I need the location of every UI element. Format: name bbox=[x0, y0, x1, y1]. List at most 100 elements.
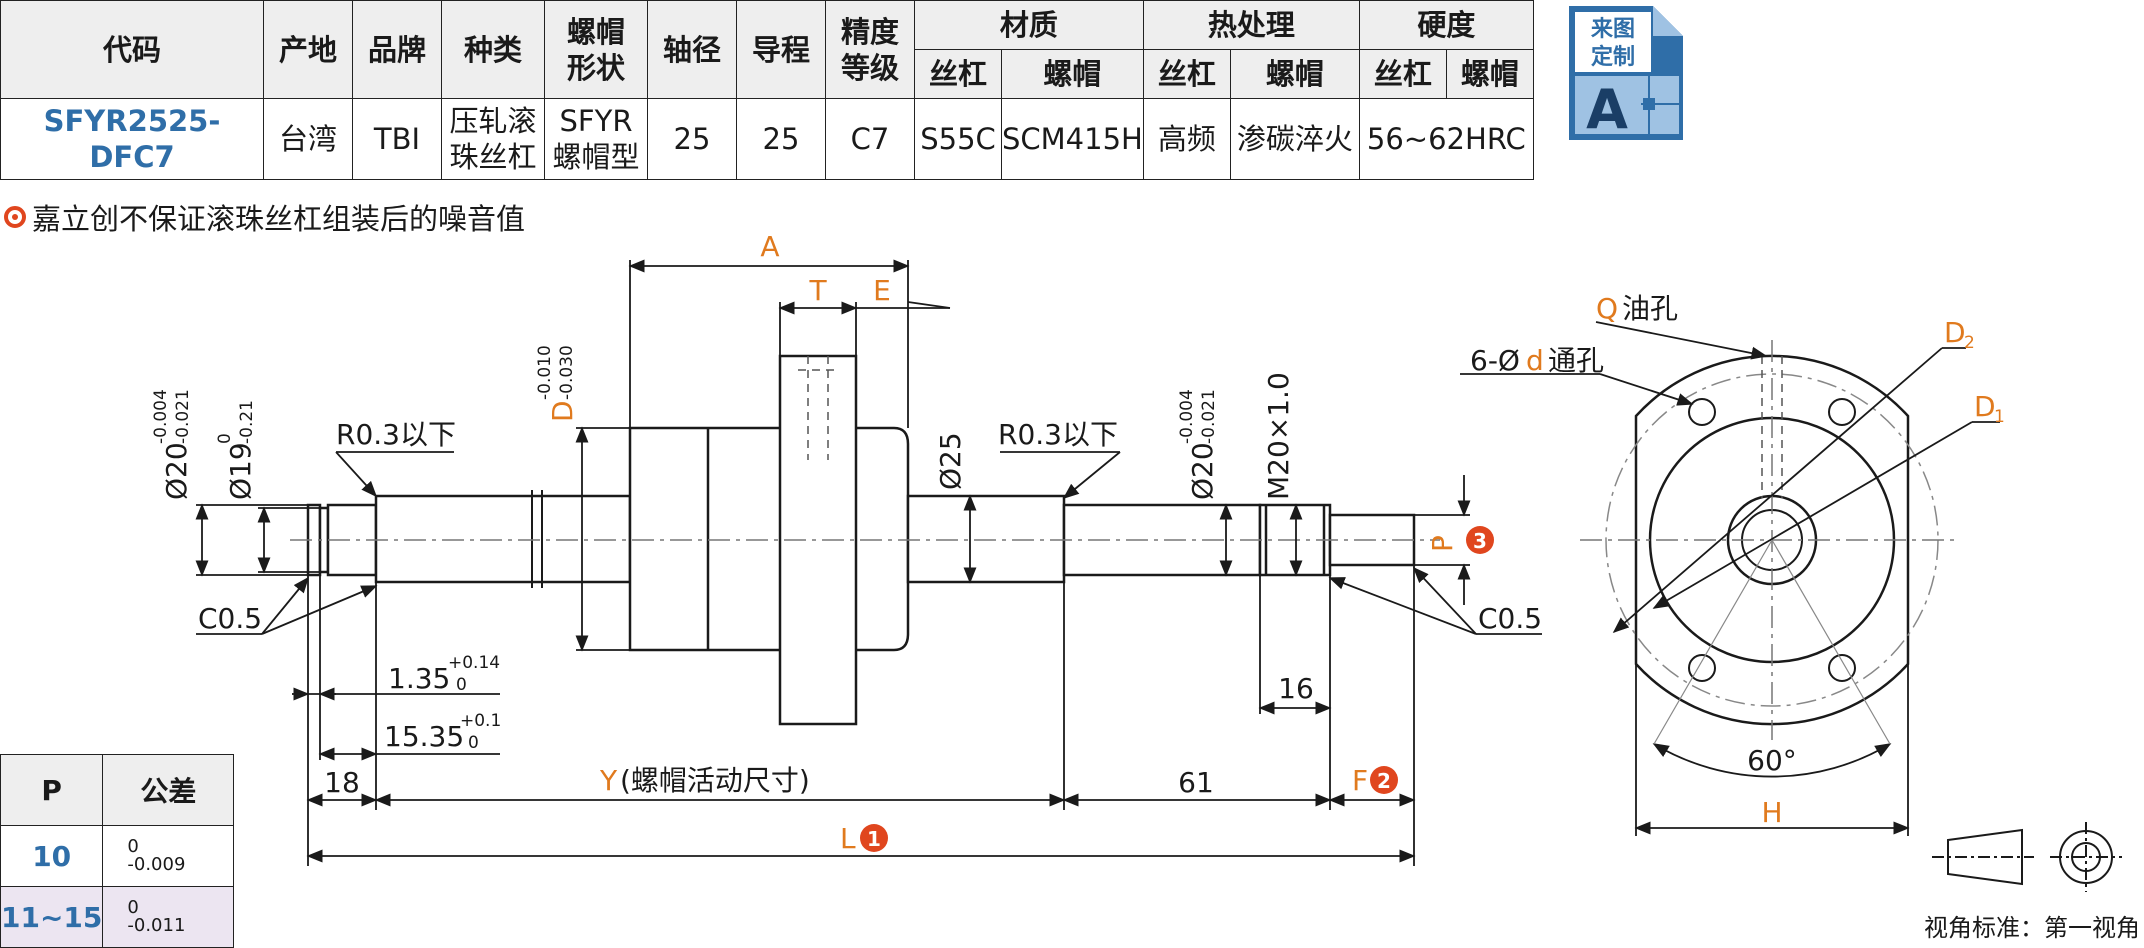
cell-material-screw: S55C bbox=[914, 98, 1002, 180]
sub-hardness-nut: 螺帽 bbox=[1445, 49, 1534, 99]
cell-hardness: 56~62HRC bbox=[1358, 98, 1534, 180]
dim-phi20-right-group: Ø20 -0.004 -0.021 bbox=[1177, 389, 1219, 500]
badge-letter: A bbox=[1586, 78, 1628, 141]
sub-heat-nut: 螺帽 bbox=[1229, 49, 1360, 99]
view-standard: 视角标准：第一视角 bbox=[1924, 914, 2140, 942]
header-lead: 导程 bbox=[736, 0, 826, 99]
sub-hardness-screw: 丝杠 bbox=[1358, 49, 1447, 99]
dim-phi25-group: Ø25 bbox=[934, 432, 967, 490]
cell-type: 压轧滚珠丝杠 bbox=[441, 98, 545, 180]
dim-Y-desc: (螺帽活动尺寸) bbox=[620, 764, 810, 797]
dim-15-35-lower: 0 bbox=[468, 733, 479, 753]
dim-c05-right: C0.5 bbox=[1478, 602, 1542, 635]
label-holes: 6-Ø bbox=[1470, 344, 1520, 377]
cell-origin: 台湾 bbox=[263, 98, 353, 180]
noise-note: 嘉立创不保证滚珠丝杠组装后的噪音值 bbox=[0, 196, 525, 238]
dim-c05-left: C0.5 bbox=[198, 602, 262, 635]
flange-side-view bbox=[1460, 321, 2000, 836]
dim-Y: Y bbox=[599, 764, 618, 797]
label-Q: Q bbox=[1596, 292, 1618, 325]
dim-F: F bbox=[1352, 764, 1368, 797]
marker-3 bbox=[1466, 526, 1494, 554]
tol-row-value: 0-0.011 bbox=[102, 886, 235, 948]
dim-phi19-lower: -0.21 bbox=[237, 400, 257, 444]
dim-phi19-upper: 0 bbox=[215, 433, 235, 444]
dim-phi25: Ø25 bbox=[934, 432, 967, 490]
dim-L: L bbox=[840, 822, 856, 855]
label-holes-desc: 通孔 bbox=[1548, 344, 1604, 377]
oil-hole-hidden bbox=[798, 356, 838, 460]
tol-header-p: P bbox=[0, 754, 104, 826]
cell-brand: TBI bbox=[352, 98, 442, 180]
dim-1-35-lower: 0 bbox=[456, 675, 467, 695]
label-D1: D bbox=[1974, 390, 1996, 423]
label-holes-d: d bbox=[1526, 344, 1544, 377]
cell-shaft-dia: 25 bbox=[647, 98, 737, 180]
dim-P: P bbox=[1426, 535, 1459, 552]
dim-18: 18 bbox=[324, 766, 360, 799]
tol-row-p: 10 bbox=[0, 825, 104, 887]
dim-15-35: 15.35 bbox=[384, 720, 464, 753]
header-precision: 精度等级 bbox=[825, 0, 915, 99]
dim-1-35: 1.35 bbox=[388, 662, 450, 695]
badge-line1: 来图 bbox=[1590, 17, 1635, 42]
header-heat: 热处理 bbox=[1142, 0, 1360, 50]
dim-r03-right: R0.3以下 bbox=[998, 418, 1118, 451]
tol-row-value: 0-0.009 bbox=[102, 825, 235, 887]
dim-phi20-right: Ø20 bbox=[1186, 442, 1219, 500]
header-shaft-dia: 轴径 bbox=[647, 0, 737, 99]
dim-T: T bbox=[808, 274, 827, 307]
nut-body bbox=[628, 426, 910, 652]
dim-phi20-left-group: Ø20 -0.004 -0.021 bbox=[151, 389, 193, 500]
cell-material-nut: SCM415H bbox=[1001, 98, 1144, 180]
dim-phi20-right-lower: -0.021 bbox=[1199, 389, 1219, 444]
cell-heat-screw: 高频 bbox=[1142, 98, 1231, 180]
svg-text:2: 2 bbox=[1377, 769, 1391, 793]
dim-D-lower: -0.030 bbox=[557, 345, 577, 400]
dim-phi19: Ø19 bbox=[224, 442, 257, 500]
header-code: 代码 bbox=[0, 0, 264, 99]
cell-lead: 25 bbox=[736, 98, 826, 180]
noise-note-text: 嘉立创不保证滚珠丝杠组装后的噪音值 bbox=[32, 202, 526, 236]
tol-row-p: 11~15 bbox=[0, 886, 104, 948]
cell-precision: C7 bbox=[825, 98, 915, 180]
dim-1-35-upper: +0.14 bbox=[448, 653, 500, 673]
header-material: 材质 bbox=[914, 0, 1144, 50]
cell-code: SFYR2525-DFC7 bbox=[0, 98, 264, 180]
dim-P-group: P bbox=[1426, 535, 1459, 552]
first-angle-projection-icon bbox=[1932, 822, 2122, 892]
dim-m20: M20×1.0 bbox=[1262, 372, 1295, 500]
label-Q-desc: 油孔 bbox=[1622, 292, 1678, 325]
break-lines bbox=[531, 490, 543, 588]
dimension-lines bbox=[195, 259, 1542, 866]
dim-16: 16 bbox=[1278, 672, 1314, 705]
spec-table: 代码 产地 品牌 种类 螺帽形状 轴径 导程 精度等级 材质 热处理 硬度 丝杠… bbox=[0, 0, 1534, 180]
label-H: H bbox=[1761, 796, 1782, 829]
dim-61: 61 bbox=[1178, 766, 1214, 799]
marker-2 bbox=[1370, 766, 1398, 794]
dim-D: D bbox=[546, 400, 579, 422]
dim-15-35-upper: +0.1 bbox=[460, 711, 501, 731]
mounting-holes bbox=[1688, 398, 1856, 682]
svg-text:3: 3 bbox=[1473, 529, 1487, 553]
marker-1 bbox=[860, 824, 888, 852]
cell-heat-nut: 渗碳淬火 bbox=[1229, 98, 1360, 180]
svg-text:1: 1 bbox=[867, 827, 881, 851]
tolerance-table: P 公差 10 0-0.009 11~15 0-0.011 bbox=[0, 754, 235, 948]
label-D2: D bbox=[1944, 316, 1966, 349]
dim-A: A bbox=[760, 230, 779, 263]
custom-drawing-badge[interactable]: 来图 定制 A bbox=[1567, 4, 1685, 142]
dim-r03-left: R0.3以下 bbox=[336, 418, 456, 451]
dim-phi19-group: Ø19 0 -0.21 bbox=[215, 400, 257, 500]
badge-line2: 定制 bbox=[1591, 44, 1635, 70]
dim-phi20-left-upper: -0.004 bbox=[151, 389, 171, 444]
dim-phi20-left: Ø20 bbox=[160, 442, 193, 500]
label-angle: 60° bbox=[1747, 744, 1797, 777]
dim-D-group: D -0.010 -0.030 bbox=[535, 345, 579, 422]
header-hardness: 硬度 bbox=[1358, 0, 1534, 50]
dim-phi20-right-upper: -0.004 bbox=[1177, 389, 1197, 444]
dim-m20-group: M20×1.0 bbox=[1262, 372, 1295, 500]
bullet-target-icon bbox=[4, 206, 26, 228]
